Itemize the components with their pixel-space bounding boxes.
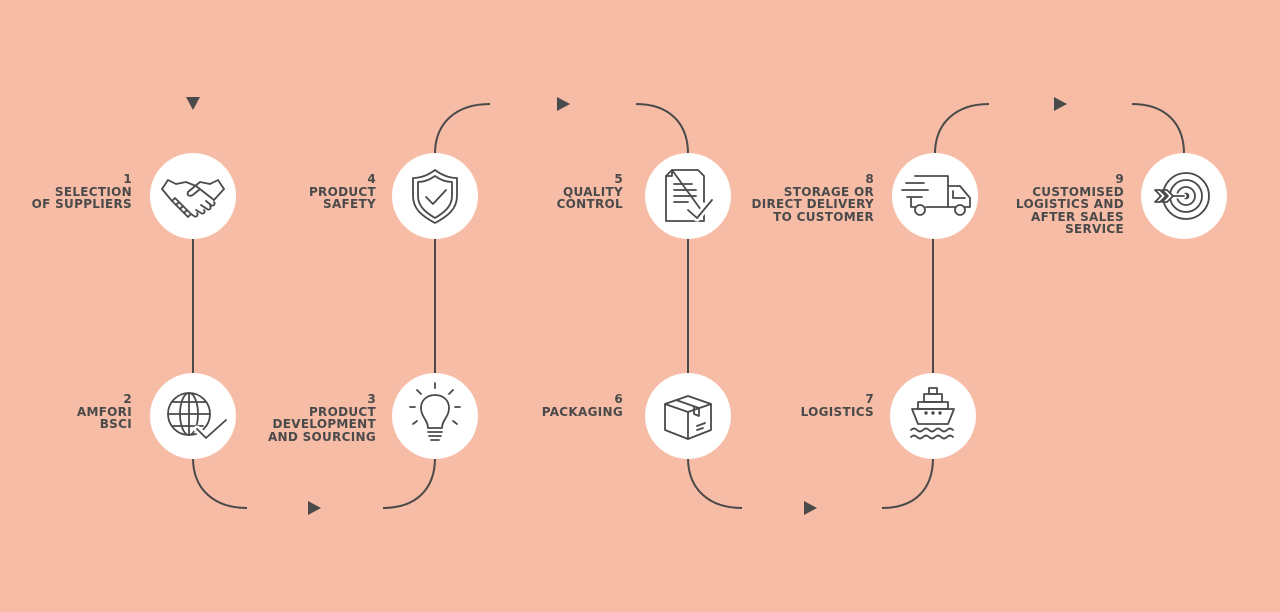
step-4-node (392, 153, 478, 239)
step-number: 6 (614, 392, 623, 406)
step-3-node (392, 373, 478, 459)
step-number: 3 (367, 392, 376, 406)
flow-connectors (192, 103, 1185, 509)
shield-check-icon (412, 169, 458, 224)
step-7-node (890, 373, 976, 459)
step-number: 8 (865, 172, 874, 186)
step-number: 1 (123, 172, 132, 186)
step-title: SELECTION OF SUPPLIERS (31, 184, 132, 212)
box-icon (664, 395, 712, 440)
step-5-label: 5 QUALITY CONTROL (423, 173, 623, 211)
step-title: QUALITY CONTROL (556, 184, 623, 212)
step-6-label: 6 PACKAGING (423, 393, 623, 418)
step-1-label: 1 SELECTION OF SUPPLIERS (0, 173, 132, 211)
step-title: PACKAGING (541, 404, 623, 419)
arrow-right-icon (804, 501, 817, 515)
ship-icon (910, 387, 955, 440)
step-number: 4 (367, 172, 376, 186)
start-arrow-icon (186, 97, 200, 110)
step-9-node (1141, 153, 1227, 239)
step-title: LOGISTICS (800, 404, 874, 419)
step-5-node (645, 153, 731, 239)
step-7-label: 7 LOGISTICS (674, 393, 874, 418)
connector-6-7 (687, 457, 934, 509)
step-title: CUSTOMISED LOGISTICS AND AFTER SALES SER… (1015, 184, 1124, 237)
step-title: AMFORI BSCI (76, 404, 132, 432)
step-title: PRODUCT DEVELOPMENT AND SOURCING (267, 404, 376, 444)
step-9-label: 9 CUSTOMISED LOGISTICS AND AFTER SALES S… (924, 173, 1124, 236)
step-6-node (645, 373, 731, 459)
step-number: 5 (614, 172, 623, 186)
step-number: 9 (1115, 172, 1124, 186)
connector-8-9 (934, 103, 1185, 155)
arrow-right-icon (1054, 97, 1067, 111)
step-1-node (150, 153, 236, 239)
step-title: PRODUCT SAFETY (308, 184, 376, 212)
arrow-right-icon (557, 97, 570, 111)
connector-4-5 (434, 103, 689, 155)
document-check-icon (665, 169, 716, 222)
step-number: 7 (865, 392, 874, 406)
step-8-node (892, 153, 978, 239)
step-number: 2 (123, 392, 132, 406)
lightbulb-icon (409, 382, 461, 441)
step-2-node (150, 373, 236, 459)
flow-arrows (186, 97, 1067, 515)
target-arrow-icon (1154, 172, 1210, 220)
handshake-icon (161, 179, 225, 218)
globe-check-icon (167, 392, 230, 442)
step-2-label: 2 AMFORI BSCI (0, 393, 132, 431)
step-8-label: 8 STORAGE OR DIRECT DELIVERY TO CUSTOMER (674, 173, 874, 223)
step-4-label: 4 PRODUCT SAFETY (176, 173, 376, 211)
connector-2-3 (192, 457, 436, 509)
delivery-truck-icon (901, 175, 971, 216)
arrow-right-icon (308, 501, 321, 515)
step-title: STORAGE OR DIRECT DELIVERY TO CUSTOMER (751, 184, 874, 224)
step-3-label: 3 PRODUCT DEVELOPMENT AND SOURCING (176, 393, 376, 443)
